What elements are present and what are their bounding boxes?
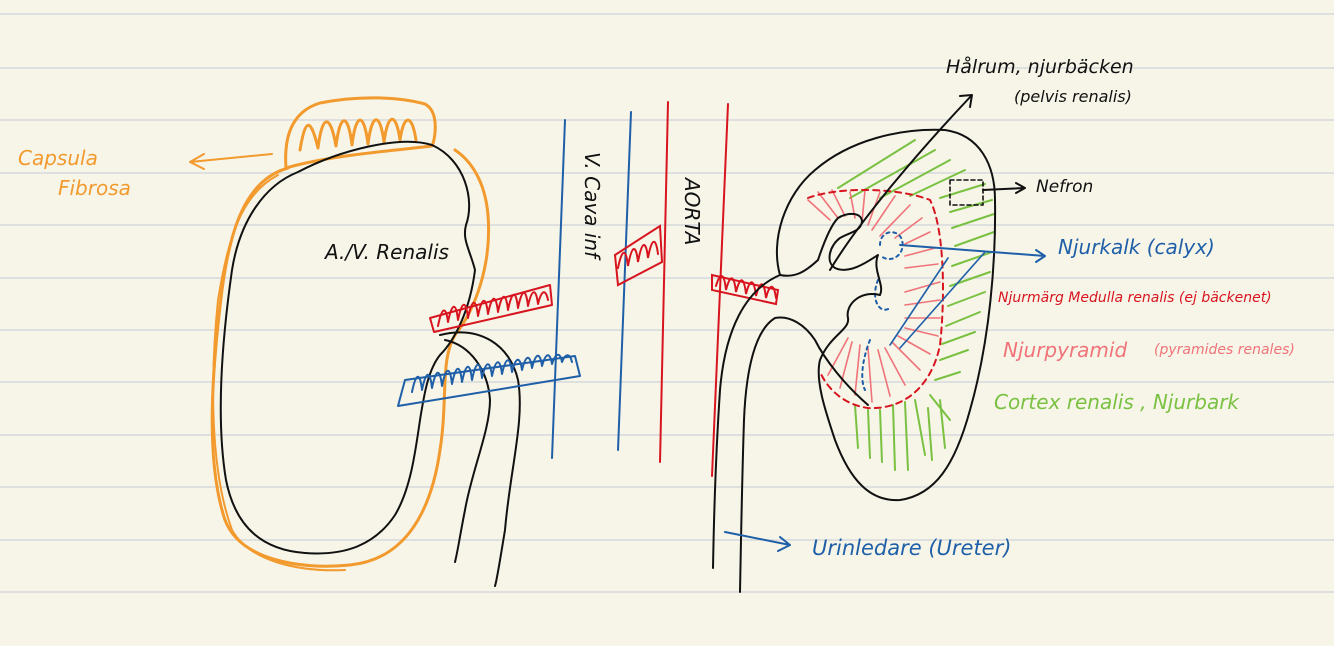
nefron-arrow [983, 183, 1025, 193]
cortex-label: Cortex renalis , Njurbark [994, 390, 1239, 414]
kidney-outline [221, 142, 475, 554]
vena-cava-line-left [552, 120, 565, 458]
ureter-arrow [725, 532, 790, 551]
ureter-line-outer [713, 275, 780, 568]
medulla-rays [808, 190, 940, 402]
aorta-label: AORTA [680, 178, 704, 245]
njurkalk-label: Njurkalk (calyx) [1058, 235, 1215, 259]
av-renalis-label: A./V. Renalis [325, 240, 449, 264]
right-kidney [713, 95, 1045, 592]
left-kidney [190, 98, 580, 586]
halrum-label: Hålrum, njurbäcken [946, 56, 1134, 78]
urinledare-label: Urinledare (Ureter) [812, 536, 1011, 560]
capsula-label-1: Capsula [18, 146, 98, 170]
nefron-label: Nefron [1036, 177, 1093, 197]
pelvis-label: (pelvis renalis) [1014, 87, 1132, 106]
pyramides-label: (pyramides renales) [1154, 342, 1295, 358]
capsula-cap [286, 98, 436, 168]
njurmarg-label: Njurmärg Medulla renalis (ej bäckenet) [998, 290, 1272, 306]
section-outline [777, 130, 995, 500]
capsula-fibrosa-outline [212, 150, 488, 566]
capsula-label-2: Fibrosa [58, 176, 131, 200]
njurpyramid-label: Njurpyramid [1003, 338, 1127, 362]
vena-cava-label: V. Cava inf [580, 152, 604, 258]
capsula-arrow [190, 154, 272, 169]
aorta-line-left [660, 102, 668, 462]
